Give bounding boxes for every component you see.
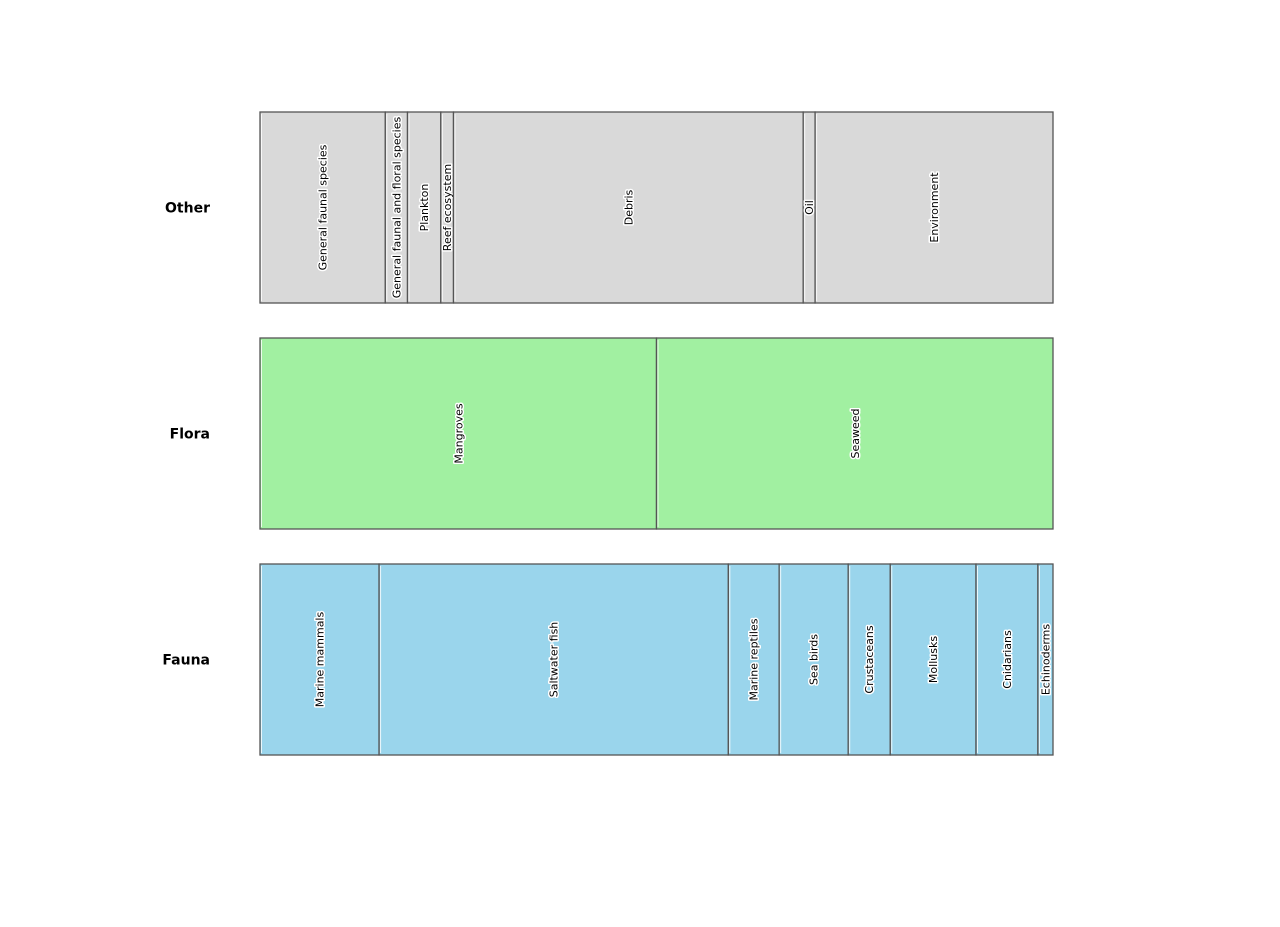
bar-segment <box>259 337 658 530</box>
bar-segment <box>452 111 804 304</box>
bar-segment <box>259 563 380 756</box>
bar-segment <box>975 563 1039 756</box>
bar-segment <box>814 111 1054 304</box>
segment-label: Mollusks <box>927 636 940 683</box>
segment-label: General faunal and floral species <box>390 117 403 299</box>
bar-segment <box>655 337 1054 530</box>
segment-label: Debris <box>622 189 635 225</box>
segment-label: Environment <box>928 172 941 243</box>
row-label: Fauna <box>162 653 210 669</box>
segment-label: General faunal species <box>317 144 330 270</box>
segment-label: Sea birds <box>808 634 821 685</box>
segment-label: Marine mammals <box>314 612 327 708</box>
segment-label: Crustaceans <box>863 625 876 693</box>
bar-segment <box>778 563 849 756</box>
bar-segment <box>727 563 780 756</box>
segment-label: Echinoderms <box>1039 624 1052 696</box>
bar-segment <box>378 563 729 756</box>
segment-label: Plankton <box>418 184 431 232</box>
bar-segment <box>406 111 442 304</box>
row-label: Flora <box>170 427 210 443</box>
segment-label: Seaweed <box>849 408 862 458</box>
segment-label: Oil <box>803 200 816 215</box>
segment-label: Cnidarians <box>1001 630 1014 689</box>
bar-segment <box>889 563 977 756</box>
bar-segment <box>259 111 386 304</box>
segment-label: Reef ecosystem <box>441 164 454 251</box>
segment-label: Mangroves <box>452 403 465 463</box>
row-label: Other <box>165 201 210 217</box>
segment-label: Marine reptiles <box>748 618 761 700</box>
segment-label: Saltwater fish <box>548 622 561 698</box>
bar-segment <box>847 563 891 756</box>
bar-segment <box>1037 563 1054 756</box>
